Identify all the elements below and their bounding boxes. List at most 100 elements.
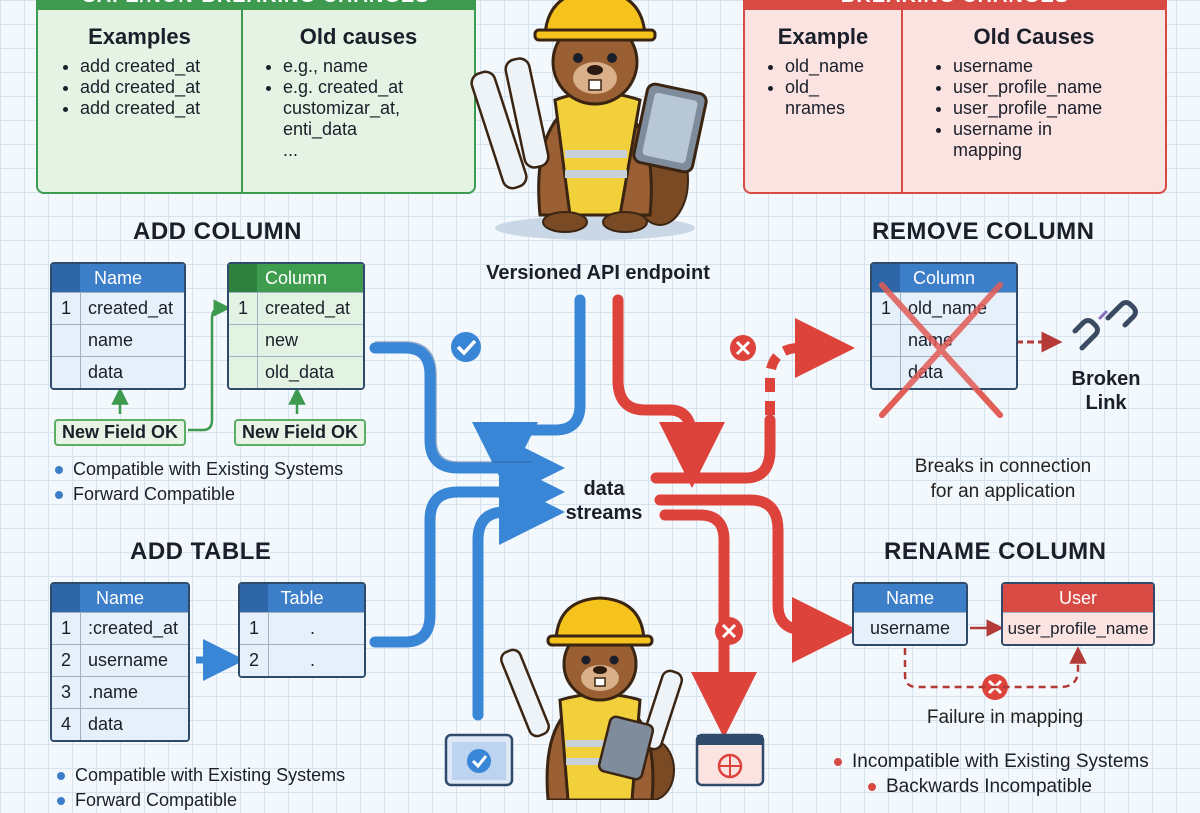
rename-old-table: Name username	[852, 582, 968, 646]
rename-new-table: User user_profile_name	[1001, 582, 1155, 646]
add-column-heading: ADD COLUMN	[133, 218, 302, 245]
table-header-label: Column	[912, 268, 976, 288]
remove-column-heading: REMOVE COLUMN	[872, 218, 1095, 245]
row-number	[872, 325, 901, 356]
flow-red-remove-dashed	[765, 318, 855, 415]
table-row: data	[872, 356, 1016, 388]
row-value: new	[265, 330, 299, 350]
breaking-panel-title: BREAKING CHANGES	[745, 0, 1165, 10]
table-header: Name	[52, 264, 184, 292]
beaver-mascot-top	[470, 0, 708, 240]
broken-link-label: Broken Link	[1058, 367, 1154, 415]
note-line-1: Breaks in connection	[914, 456, 1092, 477]
list-item: add created_at	[80, 56, 241, 77]
table-header: Name	[52, 584, 188, 612]
safe-panel-divider	[241, 10, 243, 192]
row-value: data	[88, 714, 124, 734]
list-item: Backwards Incompatible	[868, 774, 1149, 799]
broken-link-line-2: Link	[1085, 392, 1127, 414]
bullet-text: Forward Compatible	[73, 484, 236, 504]
list-item: user_profile_name	[953, 77, 1165, 98]
row-number: 1	[52, 613, 81, 644]
list-item: e.g. created_at	[283, 77, 474, 98]
bullet-text: Forward Compatible	[75, 790, 238, 810]
list-item: add created_at	[80, 77, 241, 98]
add-table-bullets: Compatible with Existing Systems Forward…	[57, 763, 345, 813]
data-streams-line-2: streams	[565, 502, 643, 524]
breaking-causes-heading: Old Causes	[973, 24, 1095, 49]
table-row: name	[872, 324, 1016, 356]
green-arrow-between-tables	[188, 299, 231, 432]
table-row: 2.	[240, 644, 364, 676]
laptop-check-icon	[444, 733, 514, 787]
row-value: old_name	[908, 298, 988, 318]
add-table-heading: ADD TABLE	[130, 538, 272, 565]
bullet-text: Compatible with Existing Systems	[73, 459, 344, 479]
rename-column-heading: RENAME COLUMN	[884, 538, 1107, 565]
row-value: .name	[88, 682, 139, 702]
bullet-text: Compatible with Existing Systems	[75, 765, 346, 785]
list-item: Compatible with Existing Systems	[57, 763, 345, 788]
row-number	[229, 357, 258, 388]
list-item: Forward Compatible	[57, 788, 345, 813]
flow-blue-add-table	[369, 459, 565, 648]
table-row: 1:created_at	[52, 612, 188, 644]
flow-red-endpoint-down	[612, 294, 725, 488]
table-row: name	[52, 324, 184, 356]
bullet-dot	[868, 783, 876, 791]
broken-link-line-1: Broken	[1071, 368, 1141, 390]
row-number: 4	[52, 709, 81, 740]
add-column-bullets: Compatible with Existing Systems Forward…	[55, 457, 343, 507]
add-table-right-table: Table 1. 2.	[238, 582, 366, 678]
table-header-label: Name	[93, 268, 142, 288]
broken-link-icon	[1072, 300, 1138, 351]
bullet-dot	[55, 491, 63, 499]
bullet-text: Incompatible with Existing Systems	[852, 751, 1149, 772]
breaking-causes-list: username user_profile_name user_profile_…	[903, 56, 1165, 161]
row-value: .	[310, 650, 316, 670]
bullet-dot	[834, 758, 842, 766]
breaking-examples-heading: Example	[777, 24, 869, 49]
breaking-examples-list: old_name old_ nrames	[745, 56, 901, 119]
breaking-examples-column: Example old_name old_ nrames	[745, 10, 901, 192]
table-header: Table	[240, 584, 364, 612]
list-item: Compatible with Existing Systems	[55, 457, 343, 482]
row-value: name	[88, 330, 134, 350]
list-item: enti_data	[283, 119, 358, 139]
table-row: old_data	[229, 356, 363, 388]
row-value: user_profile_name	[1007, 619, 1149, 638]
row-number: 2	[52, 645, 81, 676]
list-item: nrames	[785, 98, 846, 118]
safe-examples-column: Examples add created_at add created_at a…	[38, 10, 241, 192]
data-streams-label: data streams	[545, 477, 663, 525]
row-number: 1	[52, 293, 81, 324]
safe-causes-list: e.g., name e.g. created_at customizar_at…	[243, 56, 474, 161]
table-header-label: User	[1058, 588, 1097, 608]
failure-in-mapping-label: Failure in mapping	[926, 707, 1084, 728]
table-row: new	[229, 324, 363, 356]
row-number: 3	[52, 677, 81, 708]
flow-blue-endpoint-down	[472, 294, 586, 488]
breaking-changes-panel: BREAKING CHANGES Example old_name old_ n…	[743, 0, 1167, 194]
flow-red-rename	[654, 494, 858, 663]
bullet-text: Backwards Incompatible	[886, 776, 1092, 797]
bullet-dot	[57, 797, 65, 805]
table-header: Column	[872, 264, 1016, 292]
data-streams-line-1: data	[583, 478, 625, 500]
table-header-label: Name	[95, 588, 144, 608]
row-value: name	[908, 330, 954, 350]
flow-blue-add-column	[369, 342, 565, 501]
row-number: 1	[229, 293, 258, 324]
row-value: created_at	[88, 298, 174, 318]
check-badge-icon	[451, 332, 481, 362]
list-item: old_name	[785, 56, 901, 77]
blue-flows	[369, 294, 586, 721]
row-number	[872, 357, 901, 388]
row-value: data	[88, 362, 124, 382]
